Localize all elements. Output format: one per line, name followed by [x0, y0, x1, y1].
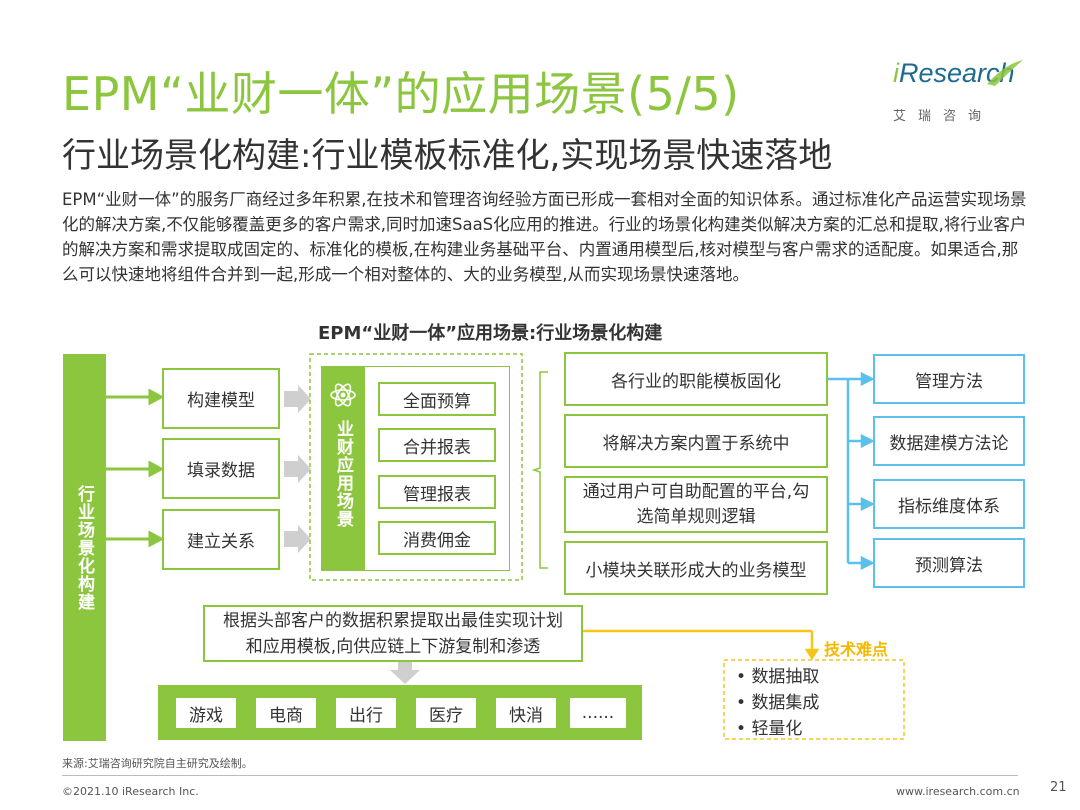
step-fill-data: 填录数据 [162, 438, 280, 499]
industry-more: ...... [568, 696, 628, 730]
industry-ecommerce: 电商 [254, 696, 318, 730]
page-subtitle: 行业场景化构建:行业模板标准化,实现场景快速落地 [62, 136, 833, 176]
logo-i: i [893, 58, 899, 88]
scene-item-management: 管理报表 [378, 475, 496, 509]
middle-item-1: 各行业的职能模板固化 [564, 352, 828, 406]
industry-fmcg: 快消 [494, 696, 558, 730]
step-build-relation: 建立关系 [162, 509, 280, 570]
logo-cn: 艾瑞咨询 [893, 109, 994, 124]
source-note: 来源:艾瑞咨询研究院自主研究及绘制。 [62, 757, 253, 770]
scene-panel [364, 366, 510, 571]
intro-paragraph: EPM“业财一体”的服务厂商经过多年积累,在技术和管理咨询经验方面已形成一套相对… [62, 190, 1027, 284]
diagram-title: EPM“业财一体”应用场景:行业场景化构建 [318, 323, 663, 344]
atom-icon [330, 383, 356, 407]
scene-item-consolidated: 合并报表 [378, 428, 496, 462]
scene-item-budget: 全面预算 [378, 382, 496, 416]
left-bar: 行业场景化构建 [63, 354, 106, 741]
right-item-2: 数据建模方法论 [873, 416, 1025, 466]
difficulty-list: • 数据抽取 • 数据集成 • 轻量化 [736, 664, 819, 742]
right-item-4: 预测算法 [873, 538, 1025, 588]
industry-bar [158, 685, 642, 740]
right-item-1: 管理方法 [873, 354, 1025, 404]
footer-divider [62, 775, 1018, 776]
industry-travel: 出行 [334, 696, 398, 730]
difficulty-title: 技术难点 [824, 640, 889, 659]
left-bar-label: 行业场景化构建 [74, 484, 94, 611]
swoosh-logo-icon [987, 60, 1023, 86]
difficulty-item: • 数据抽取 [736, 667, 820, 687]
industry-game: 游戏 [174, 696, 238, 730]
difficulty-item: • 轻量化 [736, 719, 803, 739]
website-link[interactable]: www.iresearch.com.cn [896, 785, 1020, 798]
copyright: ©2021.10 iResearch Inc. [62, 785, 199, 798]
extract-box: 根据头部客户的数据积累提取出最佳实现计划和应用模板,向供应链上下游复制和渗透 [203, 605, 583, 662]
scene-item-commission: 消费佣金 [378, 521, 496, 555]
page-number: 21 [1050, 780, 1067, 795]
page-title: EPM“业财一体”的应用场景(5/5) [62, 67, 740, 121]
industry-medical: 医疗 [414, 696, 478, 730]
step-build-model: 构建模型 [162, 368, 280, 429]
scene-label: 业财应用场景 [333, 420, 353, 528]
right-item-3: 指标维度体系 [873, 479, 1025, 529]
middle-item-3: 通过用户可自助配置的平台,勾选简单规则逻辑 [564, 476, 828, 533]
middle-item-4: 小模块关联形成大的业务模型 [564, 541, 828, 595]
middle-item-2: 将解决方案内置于系统中 [564, 414, 828, 468]
difficulty-item: • 数据集成 [736, 693, 820, 713]
